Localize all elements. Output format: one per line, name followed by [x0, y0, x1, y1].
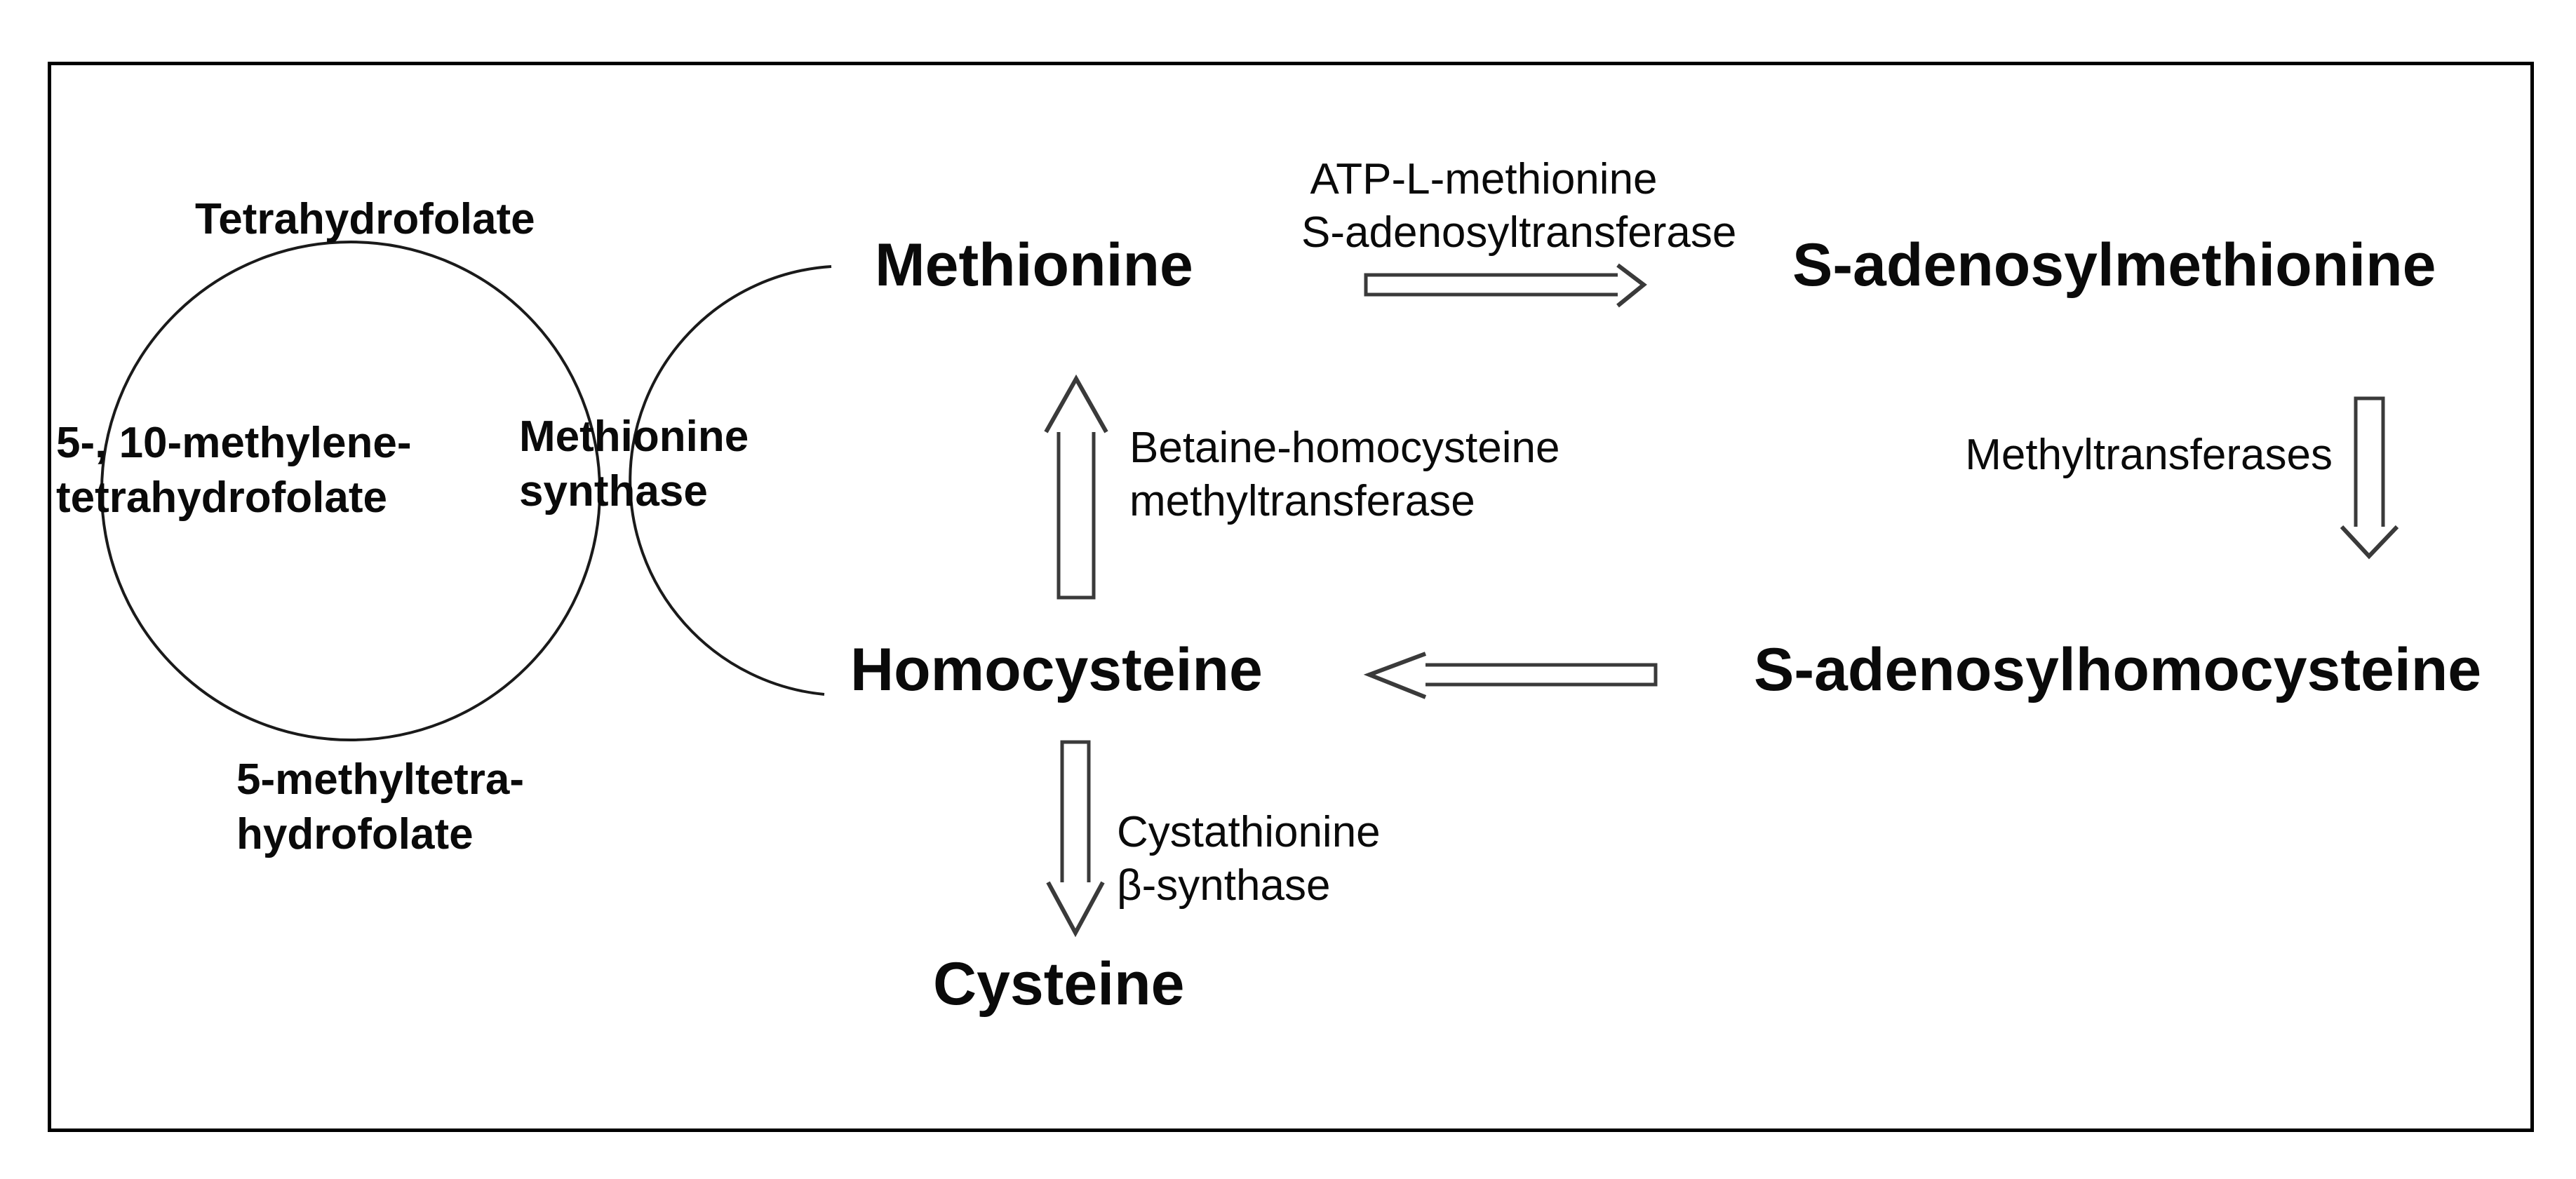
- cbs-line2: β-synthase: [1117, 861, 1331, 910]
- atp-l-methionine-s-adenosyltransferase-label: ATP-L-methionine S-adenosyltransferase: [1301, 153, 1737, 260]
- cystathionine-beta-synthase-label: Cystathionine β-synthase: [1117, 806, 1381, 912]
- methionine-synthase-line1: Methionine: [519, 412, 749, 461]
- arrow-down-cbs-icon: [1046, 740, 1105, 938]
- arrow-down-methyltransferases-icon: [2340, 396, 2399, 560]
- methyltransferases-label: Methyltransferases: [1965, 431, 2333, 479]
- cbs-line1: Cystathionine: [1117, 808, 1381, 856]
- methylene-tetrahydrofolate-line2: tetrahydrofolate: [56, 473, 387, 522]
- methionine-synthase-label: Methionine synthase: [519, 410, 749, 519]
- node-cysteine: Cysteine: [933, 950, 1185, 1018]
- bhmt-line2: methyltransferase: [1129, 477, 1475, 525]
- arrow-left-icon: [1363, 652, 1658, 699]
- tetrahydrofolate-label: Tetrahydrofolate: [195, 195, 535, 243]
- mat-line1: ATP-L-methionine: [1310, 155, 1658, 203]
- node-methionine: Methionine: [875, 231, 1193, 299]
- mat-line2: S-adenosyltransferase: [1301, 208, 1737, 257]
- methionine-synthase-line2: synthase: [519, 467, 708, 516]
- arrow-right-icon: [1364, 263, 1647, 308]
- bhmt-line1: Betaine-homocysteine: [1129, 424, 1560, 472]
- diagram-frame-border: [48, 62, 2534, 1132]
- node-s-adenosylhomocysteine: S-adenosylhomocysteine: [1754, 636, 2482, 703]
- methionine-cycle-arc-icon: [629, 265, 832, 696]
- methyltetrahydrofolate-line1: 5-methyltetra-: [236, 755, 524, 804]
- methyltetrahydrofolate-line2: hydrofolate: [236, 810, 474, 858]
- methyltetrahydrofolate-label: 5-methyltetra- hydrofolate: [236, 753, 524, 862]
- arrow-up-icon: [1044, 374, 1108, 600]
- methylene-tetrahydrofolate-line1: 5-, 10-methylene-: [56, 419, 412, 467]
- folate-cycle-circle-icon: [100, 241, 601, 741]
- node-s-adenosylmethionine: S-adenosylmethionine: [1792, 231, 2436, 299]
- betaine-homocysteine-methyltransferase-label: Betaine-homocysteine methyltransferase: [1129, 422, 1559, 528]
- methylene-tetrahydrofolate-label: 5-, 10-methylene- tetrahydrofolate: [56, 416, 412, 525]
- node-homocysteine: Homocysteine: [850, 636, 1263, 703]
